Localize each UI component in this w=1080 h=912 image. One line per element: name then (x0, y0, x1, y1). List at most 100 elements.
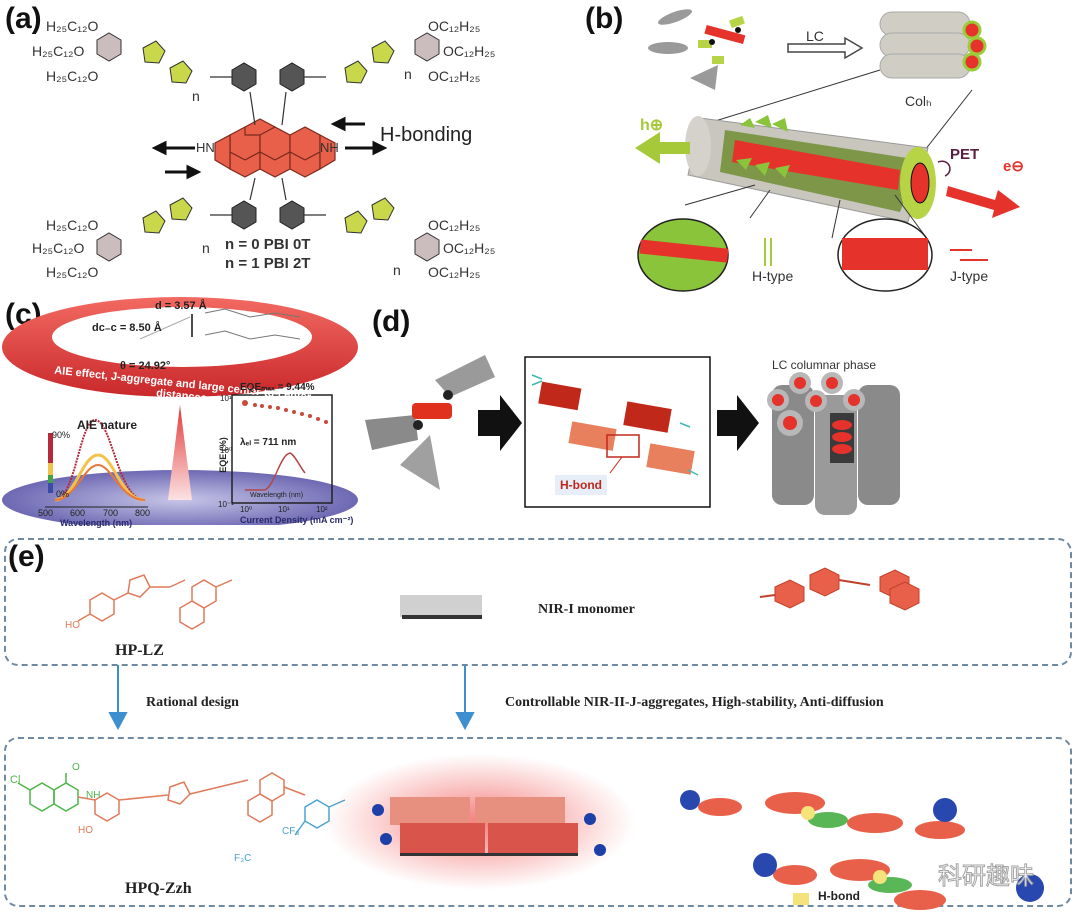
aie-xlabel: Wavelength (nm) (60, 518, 133, 528)
substituent-sphere (584, 813, 596, 825)
substituent-right-1: OC₁₂H₂₅ (428, 18, 481, 34)
thiophene-ring (371, 40, 395, 64)
hbond-legend-label: H-bond (818, 889, 860, 903)
hp-lz-structure (77, 574, 233, 630)
colh-bundle (879, 11, 987, 79)
panel-d-label: (d) (372, 305, 411, 338)
atom-cl: Cl (10, 774, 21, 786)
eqe-ytick: 10⁻¹ (218, 500, 234, 509)
repeat-index-n: n (393, 262, 401, 278)
eqe-xlabel: Current Density (mA cm⁻²) (240, 515, 354, 525)
atom-o: O (72, 762, 80, 773)
nir-i-monomer-label: NIR-I monomer (538, 602, 635, 617)
flow-arrow-left (108, 665, 128, 731)
pbi-monomer-cartoon (365, 355, 495, 490)
substituent-sphere (380, 833, 392, 845)
variant-pbi-0t: n = 0 PBI 0T (225, 236, 311, 253)
substituent-right-3: OC₁₂H₂₅ (428, 68, 481, 84)
thiophene-ring (142, 40, 166, 64)
theta-label: θ = 24.92° (120, 360, 171, 372)
gallate-ring (414, 232, 440, 262)
eqe-ytick: 10⁰ (220, 446, 233, 455)
aie-xtick: 600 (70, 508, 86, 518)
aie-curve-90 (54, 418, 146, 501)
el-spectrum (245, 452, 306, 491)
electron-label: e⊖ (1003, 158, 1024, 175)
molecule-cartoon (648, 9, 746, 90)
eqe-points (242, 400, 328, 424)
hole-arrow (635, 132, 690, 164)
aie-spectrum (45, 418, 148, 508)
monomer-ball-stick (759, 567, 920, 611)
monomer-slab (400, 595, 482, 619)
watermark: 科研趣味 (938, 863, 1035, 891)
crystal-packing (139, 308, 301, 340)
atom-cf3: CF₃ (282, 826, 300, 837)
aie-xtick: 700 (103, 508, 119, 518)
imide-nh-right: NH (320, 140, 339, 155)
hbonding-label: H-bonding (380, 124, 473, 146)
thiophene-ring (169, 60, 193, 84)
variant-pbi-2t: n = 1 PBI 2T (225, 255, 311, 272)
light-cone (168, 405, 192, 500)
repeat-index-n: n (192, 88, 200, 104)
substituent-right-5: OC₁₂H₂₅ (443, 240, 496, 256)
panel-e-label: (e) (8, 540, 45, 573)
atom-nh: NH (86, 790, 101, 801)
substituent-right-2: OC₁₂H₂₅ (443, 43, 496, 59)
eqe-ytick: 10¹ (220, 394, 232, 403)
aie-scale-top: 90% (52, 430, 71, 440)
substituent-sphere (594, 844, 606, 856)
eqe-xtick: 10² (316, 505, 328, 514)
crystal-packing-dimers (680, 790, 1044, 910)
atom-f3c: F₃C (234, 853, 252, 864)
hbond-label: H-bond (560, 478, 602, 492)
inset-xlabel: Wavelength (nm) (250, 492, 304, 499)
aie-curve-mid (54, 453, 146, 502)
eqe-chart (231, 394, 333, 504)
phenyl-ring (279, 62, 305, 92)
panel-e-graphics (17, 567, 1044, 910)
lc-columnar-bundle (767, 372, 900, 515)
thiophene-ring (142, 210, 166, 234)
hbond-network (531, 374, 699, 495)
hole-label: h⊕ (640, 117, 664, 134)
hbond-network-box (524, 356, 711, 508)
substituent-right-4: OC₁₂H₂₅ (428, 217, 481, 233)
eqe-xtick: 10¹ (278, 505, 290, 514)
substituent-left-5: H₂₅C₁₂O (32, 240, 85, 256)
thiophene-ring (371, 197, 395, 221)
aie-title: AIE nature (77, 418, 138, 432)
process-arrow-1 (478, 395, 522, 451)
hbond-legend-swatch (793, 893, 809, 905)
j-type-arrows (950, 249, 988, 261)
h-type-arrows (764, 238, 772, 266)
j-type-zoom (837, 218, 933, 292)
nir-ii-feature-label: Controllable NIR-II-J-aggregates, High-s… (505, 695, 884, 710)
substituent-right-6: OC₁₂H₂₅ (428, 264, 481, 280)
repeat-index-n: n (202, 240, 210, 256)
pet-label: PET (950, 146, 980, 163)
aie-curve-low (54, 463, 146, 501)
j-type-label: J-type (950, 268, 989, 284)
aie-scheme (2, 297, 358, 525)
thiophene-ring (169, 197, 193, 221)
imide-nh-left: HN (196, 140, 215, 155)
substituent-sphere (372, 804, 384, 816)
eqe-ylabel: EQE (%) (217, 437, 228, 473)
thiophene-ring (344, 60, 368, 84)
aie-xtick: 800 (135, 508, 151, 518)
lc-arrow (787, 36, 864, 60)
aie-xtick: 500 (38, 508, 54, 518)
eqe-xtick: 10⁰ (240, 505, 253, 514)
columnar-assembly-diagram (635, 9, 1020, 292)
lc-columnar-phase-label: LC columnar phase (772, 358, 877, 372)
colh-label: Colₕ (905, 93, 932, 109)
electron-arrow (946, 186, 1020, 218)
repeat-index-n: n (404, 66, 412, 82)
gallate-ring (96, 32, 122, 62)
phenyl-ring (231, 200, 257, 230)
aggregate-box (4, 737, 1072, 907)
aie-scale-bottom: 0% (56, 489, 70, 499)
thiophene-ring (344, 210, 368, 234)
